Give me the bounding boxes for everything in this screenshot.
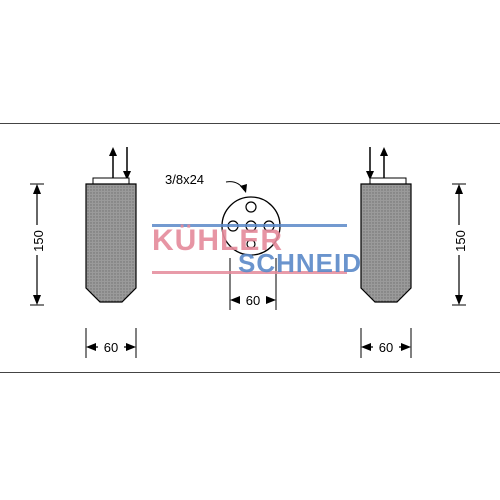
thread-label: 3/8x24 [165,172,204,187]
bottom-port-circle [246,239,256,249]
right-port-arrow-up-icon [380,147,388,180]
left-port-arrow-down-icon [123,147,131,180]
right-height-dimension: 150 [450,183,468,306]
right-width-dimension: 60 [360,328,412,358]
left-dryer-body [85,183,137,303]
left-width-dimension: 60 [85,328,137,358]
right-dryer-cap [369,177,407,185]
top-port-circle [245,201,257,213]
right-height-label: 150 [453,230,468,252]
right-width-label: 60 [379,340,393,355]
left-port-arrow-up-icon [109,147,117,180]
center-width-dimension: 60 [229,258,277,310]
right-port-arrow-down-icon [366,147,374,180]
left-dryer-cap [92,177,130,185]
watermark-line1: KÜHLER [152,224,283,257]
center-width-label: 60 [246,293,260,308]
left-dryer: 150 60 [28,147,137,358]
right-dryer: 150 60 [360,147,468,358]
left-width-label: 60 [104,340,118,355]
left-height-dimension: 150 [28,183,46,306]
watermark-logo: KÜHLER SCHNEIDER [152,224,399,278]
left-height-label: 150 [31,230,46,252]
right-dryer-body [360,183,412,303]
drawing-frame [0,123,500,373]
